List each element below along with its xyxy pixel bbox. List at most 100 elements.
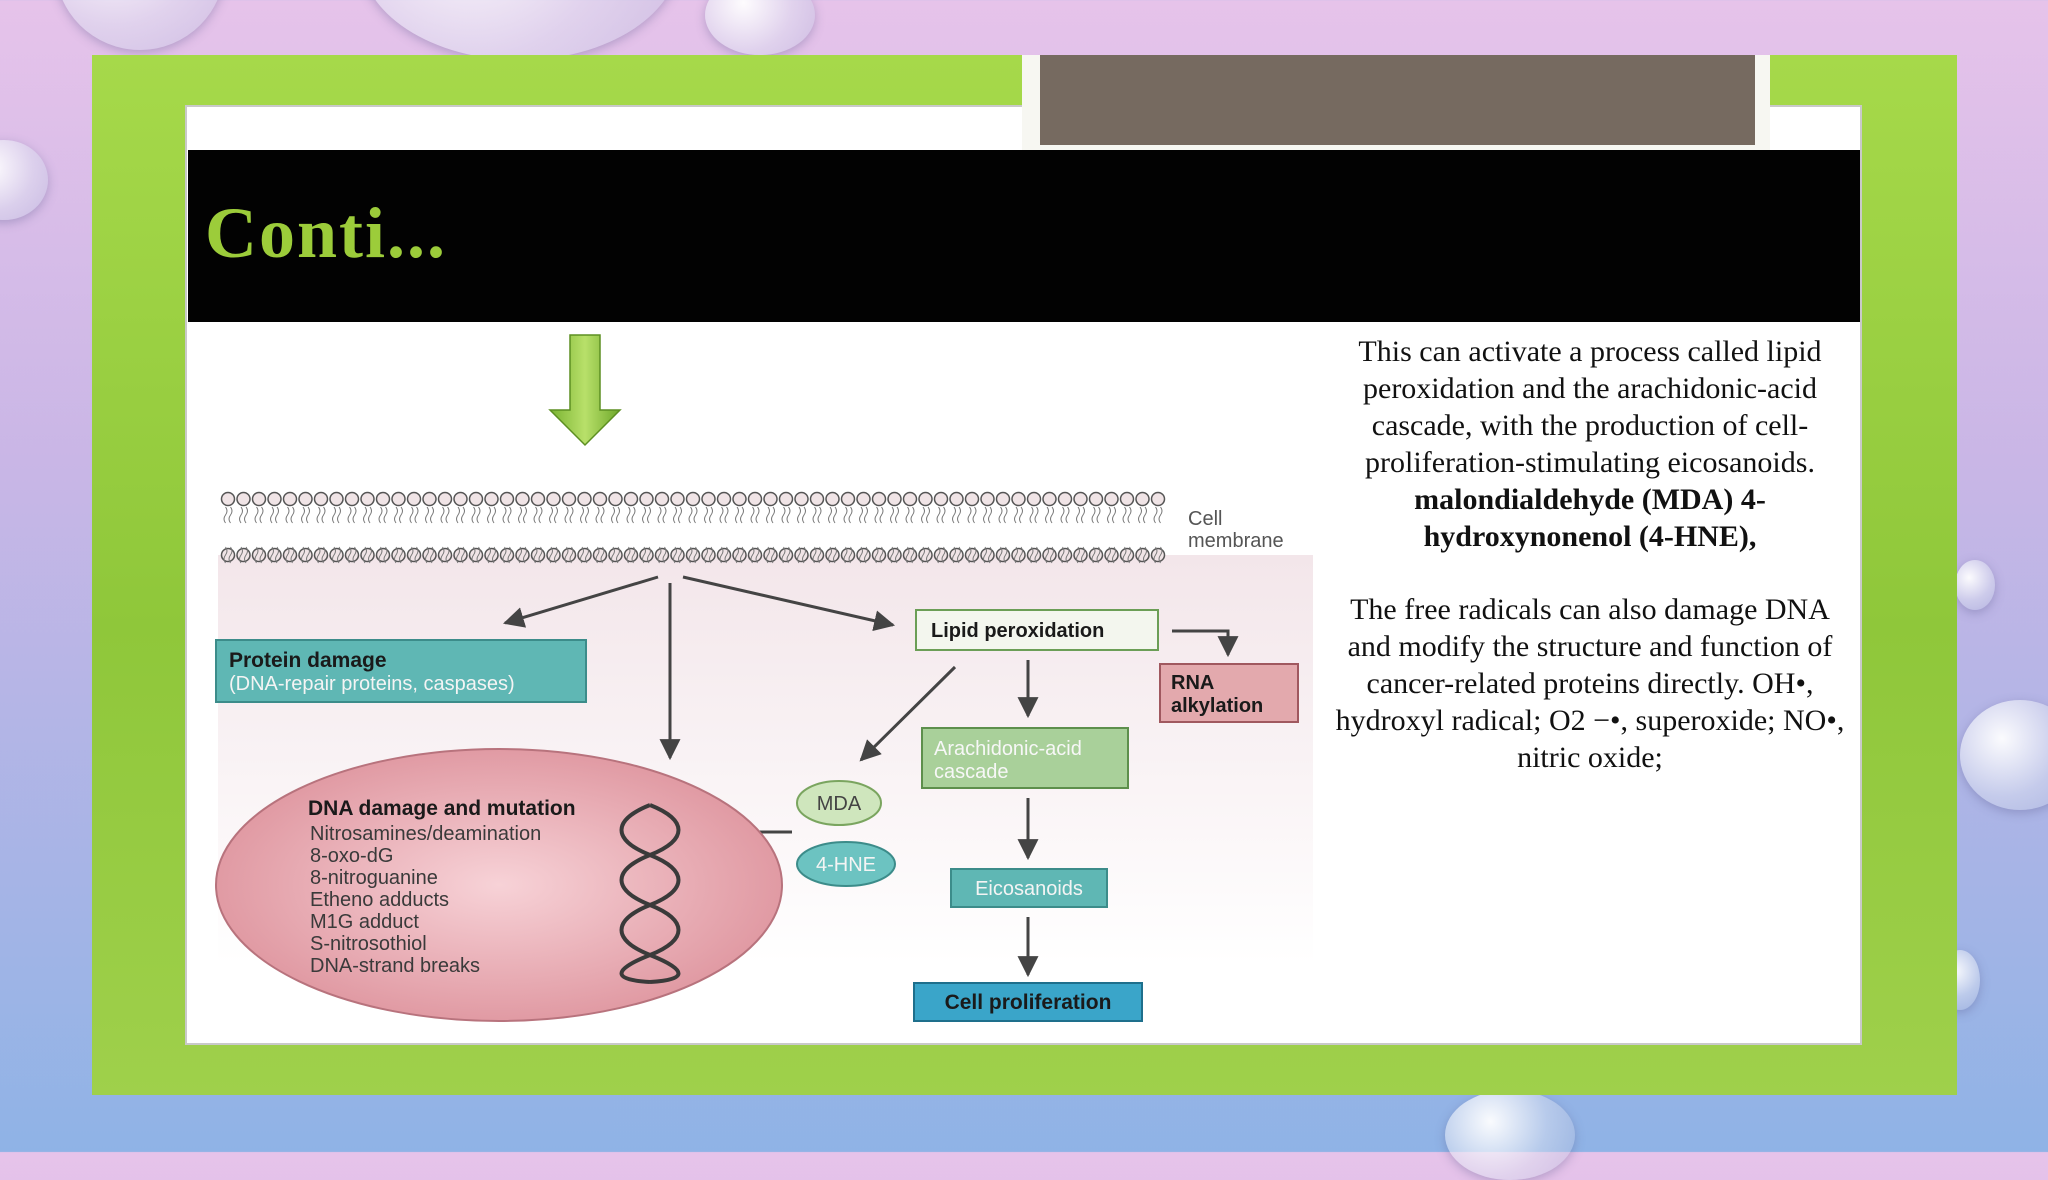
lipid-tail bbox=[394, 506, 398, 524]
lipid-tail bbox=[409, 506, 414, 524]
lipid-tail bbox=[352, 546, 357, 564]
lipid-head bbox=[360, 547, 375, 563]
lipid-tail bbox=[445, 546, 450, 564]
lipid-tail bbox=[518, 506, 522, 524]
lipid-tail bbox=[569, 506, 574, 524]
lipid-tail bbox=[347, 506, 352, 524]
arachidonic-cascade-label: cascade bbox=[934, 761, 1009, 783]
lipid-head bbox=[995, 547, 1011, 563]
lipid-tail bbox=[1158, 506, 1163, 524]
dna-helix-icon bbox=[619, 803, 681, 984]
lipid-tail bbox=[1003, 546, 1008, 564]
lipid-tail bbox=[786, 546, 791, 564]
lipid-tail bbox=[580, 506, 584, 524]
hne-oval bbox=[796, 841, 896, 887]
lipid-tail bbox=[306, 506, 310, 524]
lipid-head bbox=[1042, 491, 1057, 507]
lipid-tail bbox=[786, 506, 791, 524]
lipid-tail bbox=[797, 546, 801, 564]
lipid-tail bbox=[425, 546, 429, 564]
title-bar bbox=[188, 150, 1860, 322]
rna-alkylation-label: RNA bbox=[1171, 672, 1214, 694]
lipid-tail bbox=[409, 546, 414, 564]
lipid-tail bbox=[1003, 506, 1008, 524]
lipid-tail bbox=[569, 546, 574, 564]
lipid-tail bbox=[952, 546, 956, 564]
lipid-tail bbox=[1138, 546, 1142, 564]
lipid-tail bbox=[383, 506, 388, 524]
arrow-to-rna-alkylation bbox=[1172, 629, 1239, 658]
lipid-tail bbox=[766, 546, 770, 564]
lipid-tail bbox=[611, 506, 615, 524]
lipid-head bbox=[887, 491, 902, 507]
lipid-tail bbox=[595, 506, 600, 524]
paragraph-free-radicals: The free radicals can also damage DNA an… bbox=[1335, 593, 1845, 774]
lipid-tail bbox=[471, 506, 476, 524]
lipid-head bbox=[375, 491, 391, 507]
lipid-head bbox=[453, 547, 468, 563]
lipid-head bbox=[794, 491, 809, 507]
lipid-tail bbox=[766, 506, 770, 524]
lipid-tail bbox=[693, 546, 698, 564]
lipid-tail bbox=[554, 506, 558, 524]
lipid-tail bbox=[926, 506, 930, 524]
lipid-head bbox=[1073, 547, 1088, 563]
lipid-tail bbox=[709, 546, 713, 564]
lipid-tail bbox=[1143, 506, 1147, 524]
protein-damage-title: Protein damage bbox=[229, 649, 387, 672]
lipid-tail bbox=[957, 546, 961, 564]
lipid-head bbox=[763, 491, 778, 507]
lipid-tail bbox=[1065, 506, 1070, 524]
lipid-tail bbox=[1127, 506, 1132, 524]
lipid-tail bbox=[998, 546, 1003, 564]
lipid-tail bbox=[275, 546, 279, 564]
lipid-tail bbox=[523, 546, 527, 564]
lipid-head bbox=[313, 491, 329, 507]
lipid-tail bbox=[642, 546, 646, 564]
lipid-head bbox=[468, 547, 484, 563]
lipid-head bbox=[375, 547, 391, 563]
lipid-head bbox=[515, 547, 530, 563]
lipid-tail bbox=[864, 506, 868, 524]
lipid-head bbox=[980, 491, 995, 507]
lipid-tail bbox=[1065, 546, 1070, 564]
lipid-head bbox=[918, 547, 933, 563]
lipid-tail bbox=[414, 546, 419, 564]
lipid-head bbox=[825, 547, 840, 563]
lipid-tail bbox=[647, 546, 651, 564]
lipid-head bbox=[840, 491, 856, 507]
lipid-head bbox=[1088, 547, 1104, 563]
lipid-tail bbox=[223, 506, 228, 524]
dna-damage-item: S-nitrosothiol bbox=[310, 933, 427, 955]
cell-membrane-label: Cell bbox=[1188, 508, 1222, 530]
dna-damage-item: DNA-strand breaks bbox=[310, 955, 480, 977]
cell-proliferation-box bbox=[913, 982, 1143, 1022]
lipid-head bbox=[437, 547, 453, 563]
lipid-head bbox=[670, 547, 685, 563]
lipid-tail bbox=[347, 546, 352, 564]
lipid-tail bbox=[735, 546, 739, 564]
lipid-head bbox=[251, 547, 267, 563]
lipid-tail bbox=[507, 546, 512, 564]
lipid-tail bbox=[445, 506, 450, 524]
lipid-head bbox=[995, 491, 1011, 507]
lipid-tail bbox=[1158, 546, 1163, 564]
lipid-tail bbox=[564, 506, 569, 524]
lipid-tail bbox=[399, 546, 403, 564]
lipid-tail bbox=[1029, 506, 1034, 524]
lipid-tail bbox=[859, 546, 863, 564]
lipid-tail bbox=[502, 506, 507, 524]
lipid-tail bbox=[735, 506, 739, 524]
lipid-head bbox=[1057, 547, 1073, 563]
lipid-head bbox=[778, 491, 794, 507]
lipid-tail bbox=[523, 506, 527, 524]
lipid-head bbox=[530, 491, 546, 507]
lipid-tail bbox=[425, 506, 429, 524]
rna-alkylation-label: alkylation bbox=[1171, 695, 1263, 717]
lipid-head bbox=[251, 491, 267, 507]
lipid-tail bbox=[771, 506, 775, 524]
lipid-head bbox=[468, 491, 484, 507]
lipid-head bbox=[530, 547, 546, 563]
lipid-tail bbox=[905, 506, 910, 524]
lipid-tail bbox=[998, 506, 1003, 524]
